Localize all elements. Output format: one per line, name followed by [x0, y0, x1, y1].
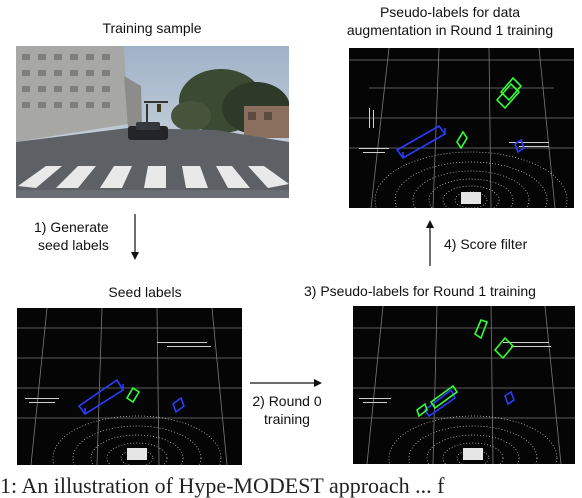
up-arrow-icon — [426, 220, 434, 266]
lidar-panel-pseudo-labels — [353, 306, 575, 464]
pseudo-labels-round1-title: 3) Pseudo-labels for Round 1 training — [304, 283, 536, 299]
lidar-panel-augmentation — [349, 48, 574, 208]
training-sample-title: Training sample — [102, 20, 202, 36]
training-sample-photo — [16, 46, 289, 198]
round0-training-step-line2: training — [264, 411, 310, 427]
lidar-panel-seed-labels — [17, 308, 242, 465]
pseudo-labels-augmentation-title-line2: augmentation in Round 1 training — [346, 22, 554, 38]
pseudo-labels-augmentation-title-line1: Pseudo-labels for data — [379, 4, 521, 20]
score-filter-step: 4) Score filter — [444, 236, 528, 252]
generate-seed-labels-step-line2: seed labels — [38, 237, 109, 253]
seed-labels-title: Seed labels — [108, 284, 182, 300]
generate-seed-labels-step-line1: 1) Generate — [34, 219, 109, 235]
figure-caption: 1: An illustration of Hype-MODEST approa… — [0, 474, 445, 498]
down-arrow-icon — [131, 214, 139, 260]
right-arrow-icon — [250, 379, 322, 387]
round0-training-step-line1: 2) Round 0 — [252, 393, 322, 409]
